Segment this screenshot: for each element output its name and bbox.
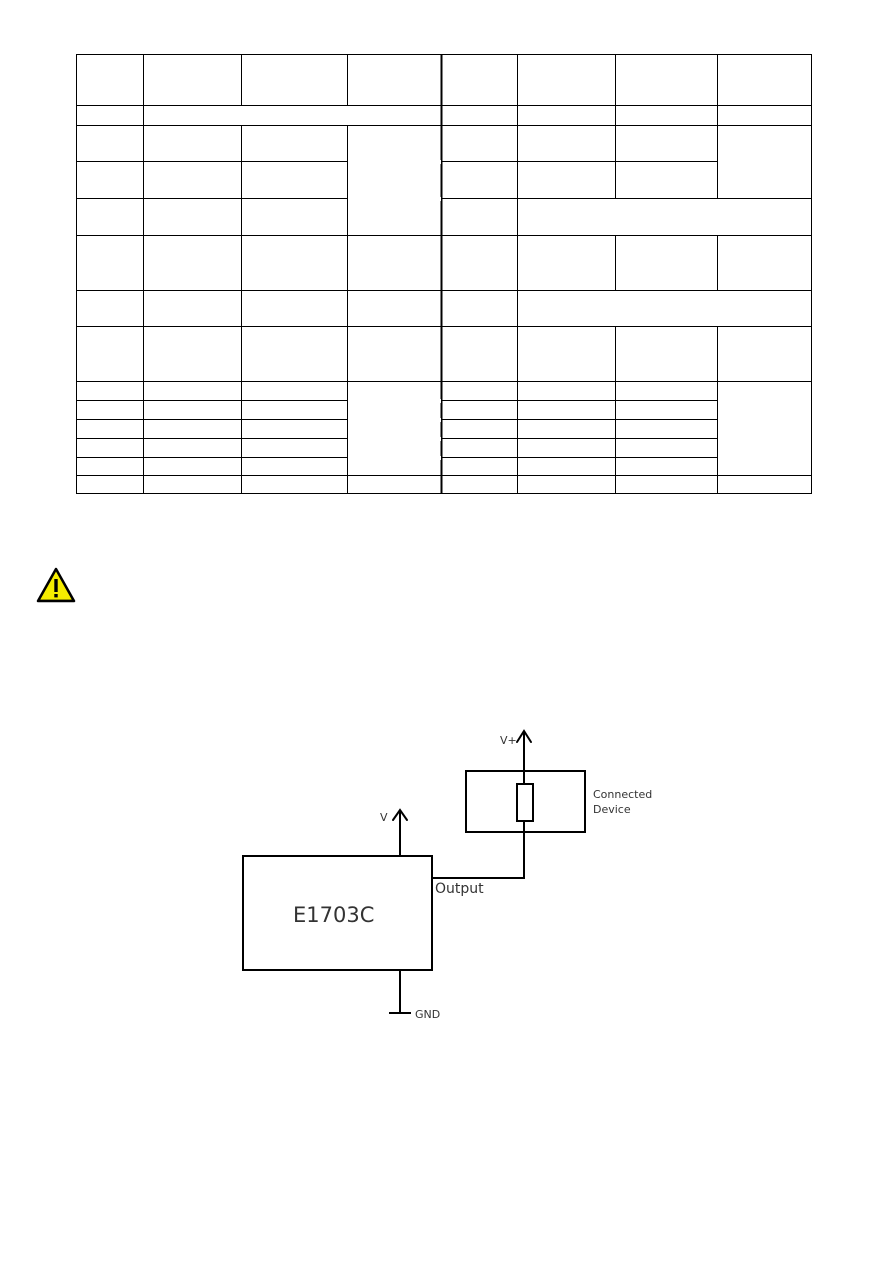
- resistor: [516, 783, 534, 822]
- supply-arrow-icon: [392, 808, 408, 821]
- device-supply-arrow-icon: [516, 729, 532, 743]
- output-label: Output: [435, 881, 484, 897]
- output-wire: [432, 822, 525, 879]
- ground-label: GND: [415, 1008, 440, 1021]
- ic-label: E1703C: [293, 903, 374, 927]
- connected-device-label-line1: Connected: [593, 788, 652, 801]
- ic-box: [242, 855, 433, 971]
- connected-device-box: [465, 770, 586, 833]
- device-supply-label: V+: [500, 734, 517, 747]
- supply-label: V: [380, 811, 388, 824]
- table-border: [76, 54, 812, 494]
- warning-icon: [36, 567, 76, 603]
- connected-device-label-line2: Device: [593, 803, 631, 816]
